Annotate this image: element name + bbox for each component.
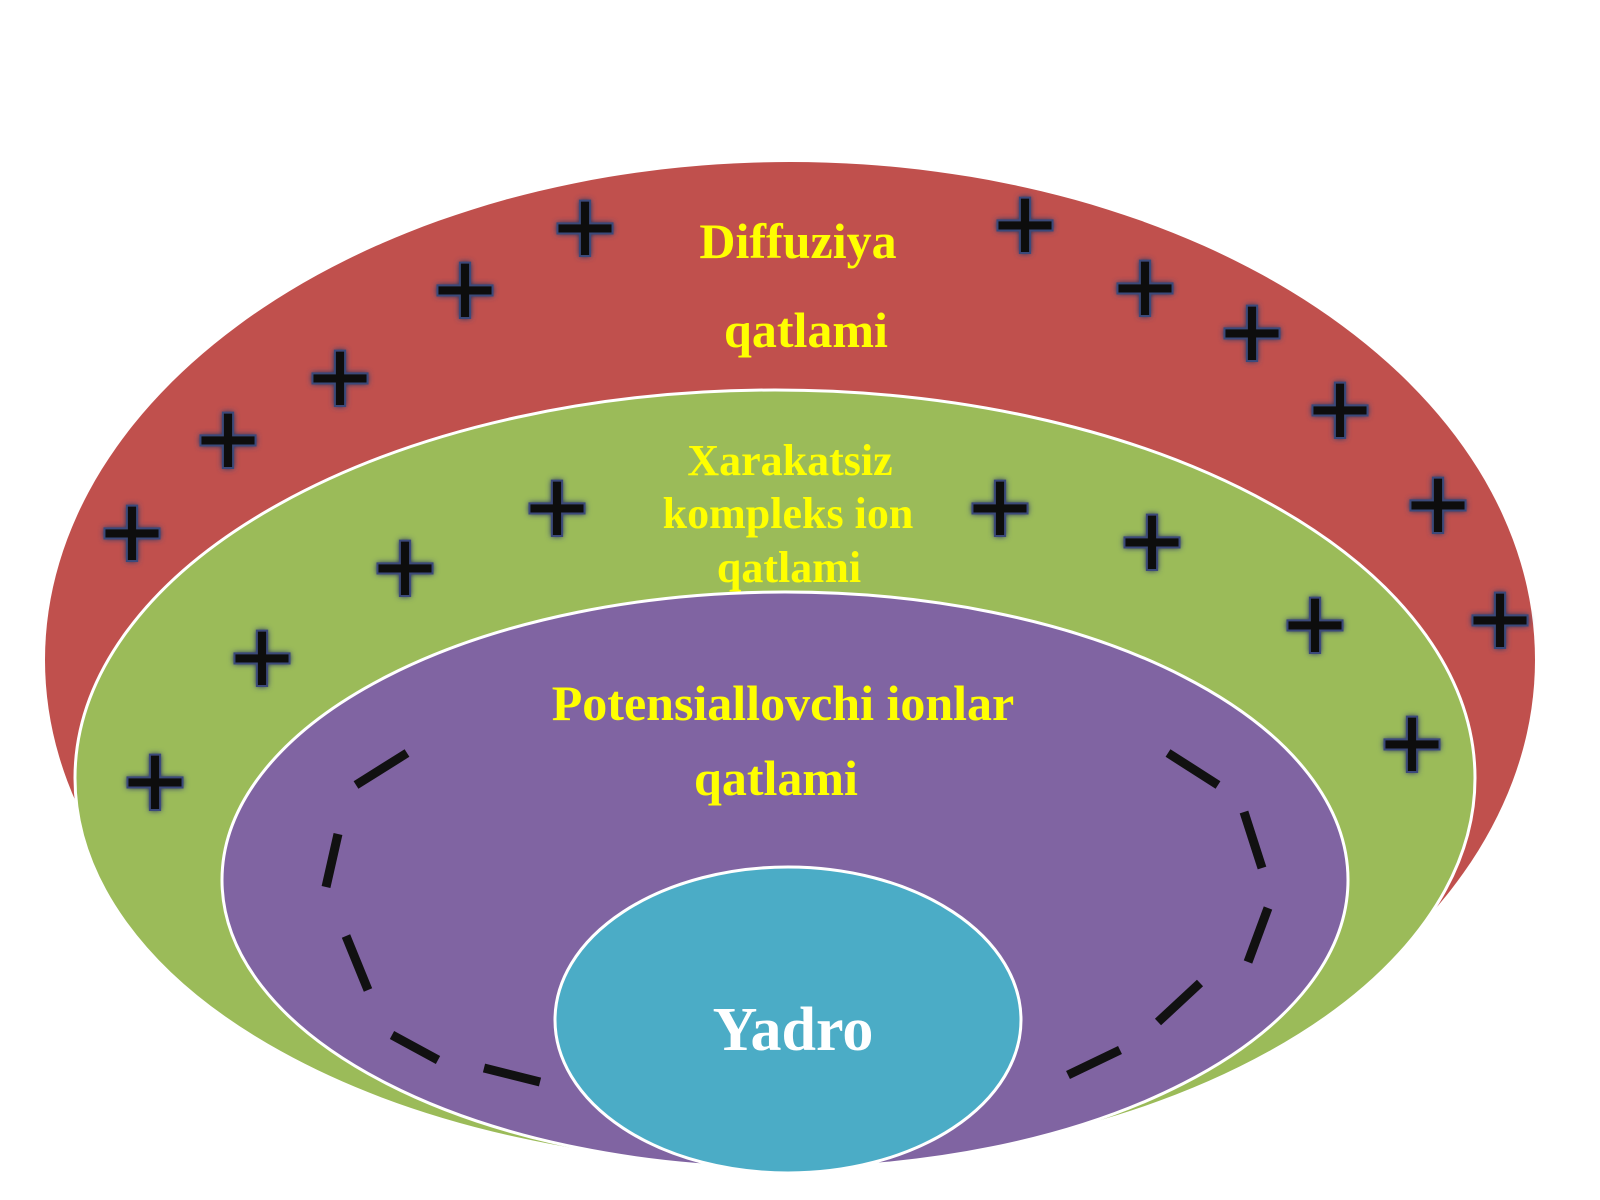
negative-charge [321, 833, 343, 888]
negative-charge [389, 1031, 441, 1064]
positive-charge: + [118, 728, 192, 831]
fixed-layer-label-line2: kompleks ion [663, 489, 914, 538]
negative-charge [482, 1063, 542, 1087]
positive-charge: + [963, 454, 1037, 557]
positive-charge: + [1115, 488, 1189, 591]
positive-charge: + [1303, 356, 1377, 459]
positive-charge: + [1401, 451, 1475, 554]
potential-layer-label-line2: qatlami [694, 750, 858, 806]
positive-charge: + [1215, 279, 1289, 382]
core-label: Yadro [713, 996, 874, 1064]
negative-charge [341, 934, 373, 992]
negative-charge [1243, 906, 1273, 964]
positive-charge: + [191, 386, 265, 489]
fixed-layer-label-line3: qatlami [717, 543, 861, 592]
negative-charge [1154, 979, 1204, 1026]
positive-charge: + [1108, 234, 1182, 337]
negative-charge [353, 749, 410, 789]
negative-charges [321, 749, 1273, 1087]
core-ellipse [553, 865, 1023, 1175]
negative-charge [1239, 810, 1267, 870]
diffuse-layer-label-line1: Diffuziya [699, 213, 896, 269]
positive-charge: + [95, 479, 169, 582]
positive-charge: + [368, 514, 442, 617]
fixed-layer-label-line1: Xarakatsiz [687, 436, 892, 485]
potential-layer-label-line1: Potensiallovchi ionlar [552, 675, 1015, 731]
positive-charge: + [520, 454, 594, 557]
positive-charge: + [225, 604, 299, 707]
positive-charge: + [428, 236, 502, 339]
positive-charge: + [1463, 566, 1537, 669]
positive-charge: + [1375, 690, 1449, 793]
negative-charge [1165, 749, 1221, 789]
diffuse-layer-label-line2: qatlami [724, 302, 888, 358]
positive-charge: + [548, 174, 622, 277]
positive-charges: +++++++++++++++++++ [94, 170, 1538, 832]
negative-charge [1066, 1045, 1122, 1080]
positive-charge: + [303, 324, 377, 427]
positive-charge: + [988, 171, 1062, 274]
positive-charge: + [1278, 571, 1352, 674]
